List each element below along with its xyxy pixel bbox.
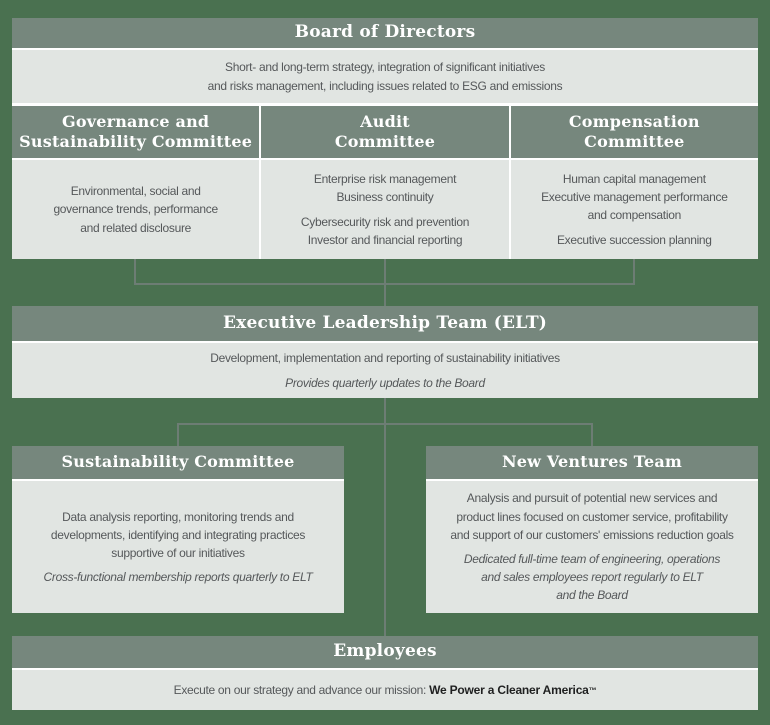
committee-paragraph: Executive succession planning [556, 233, 712, 248]
elt-description: Development, implementation and reportin… [12, 343, 758, 398]
committee-paragraph: Enterprise risk management Business cont… [313, 171, 457, 204]
new-ventures-team-description: Analysis and pursuit of potential new se… [426, 481, 758, 613]
governance-sustainability-committee-description: Environmental, social and governance tre… [12, 160, 260, 259]
sustainability-note-italic: Cross-functional membership reports quar… [43, 570, 313, 585]
compensation-committee-description: Human capital management Executive manag… [510, 160, 758, 259]
new-ventures-team-box: New Ventures Team Analysis and pursuit o… [426, 446, 758, 613]
new-ventures-team-header: New Ventures Team [426, 446, 758, 479]
trademark-symbol: ™ [588, 686, 597, 695]
governance-sustainability-committee-header: Governance and Sustainability Committee [12, 106, 260, 158]
sustainability-description-text: Data analysis reporting, monitoring tren… [50, 509, 306, 560]
audit-committee-box: Audit Committee Enterprise risk manageme… [261, 106, 509, 259]
board-of-directors-header: Board of Directors [12, 18, 758, 48]
governance-sustainability-committee-box: Governance and Sustainability Committee … [12, 106, 260, 259]
compensation-committee-header: Compensation Committee [510, 106, 758, 158]
board-of-directors-description: Short- and long-term strategy, integrati… [12, 50, 758, 103]
committee-paragraph: Cybersecurity risk and prevention Invest… [300, 215, 470, 248]
committee-paragraph: Environmental, social and governance tre… [53, 184, 218, 235]
connector-audit-committee-drop [384, 259, 386, 285]
employees-mission-prefix: Execute on our strategy and advance our … [173, 682, 430, 697]
board-and-committees-block: Board of Directors Short- and long-term … [12, 18, 758, 259]
elt-block: Executive Leadership Team (ELT) Developm… [12, 306, 758, 398]
connector-committees-horizontal [134, 283, 635, 285]
employees-mission-statement: We Power a Cleaner America [429, 682, 589, 697]
audit-committee-header: Audit Committee [261, 106, 509, 158]
committees-row: Governance and Sustainability Committee … [12, 106, 758, 259]
sustainability-committee-description: Data analysis reporting, monitoring tren… [12, 481, 344, 613]
connector-sustainability-drop [177, 425, 179, 446]
connector-new-ventures-drop [591, 425, 593, 446]
new-ventures-note-italic: Dedicated full-time team of engineering,… [463, 552, 721, 603]
connector-to-elt [384, 285, 386, 306]
new-ventures-description-text: Analysis and pursuit of potential new se… [450, 491, 734, 542]
employees-block: Employees Execute on our strategy and ad… [12, 636, 758, 710]
connector-lower-horizontal [177, 423, 593, 425]
elt-note-italic: Provides quarterly updates to the Board [285, 375, 485, 390]
connector-compensation-committee-drop [633, 259, 635, 285]
employees-description: Execute on our strategy and advance our … [12, 670, 758, 710]
committee-paragraph: Human capital management Executive manag… [541, 171, 728, 222]
connector-governance-committee-drop [134, 259, 136, 285]
sustainability-committee-header: Sustainability Committee [12, 446, 344, 479]
compensation-committee-box: Compensation Committee Human capital man… [510, 106, 758, 259]
elt-header: Executive Leadership Team (ELT) [12, 306, 758, 341]
employees-header: Employees [12, 636, 758, 668]
elt-description-text: Development, implementation and reportin… [210, 351, 560, 366]
audit-committee-description: Enterprise risk management Business cont… [261, 160, 509, 259]
sustainability-committee-box: Sustainability Committee Data analysis r… [12, 446, 344, 613]
connector-elt-to-employees-spine [384, 398, 386, 636]
